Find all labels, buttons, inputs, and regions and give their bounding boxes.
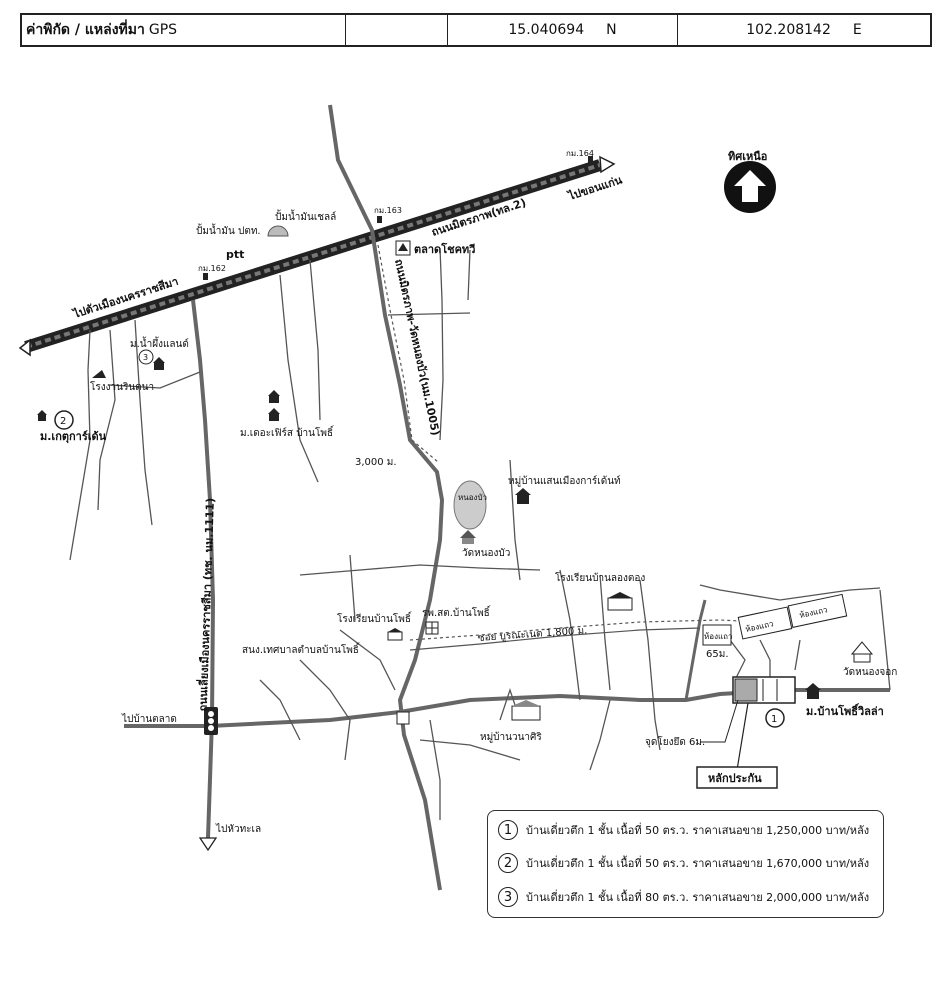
km164-label: กม.164 (566, 149, 594, 158)
townhouse-box (737, 606, 793, 640)
road-east-connector (684, 599, 707, 701)
nong-bua-label: หนองบัว (458, 493, 487, 502)
start-point-label: จุดโยงยึด 6ม. (645, 735, 705, 748)
house-icon (268, 390, 280, 403)
collateral-parcel (732, 676, 796, 771)
temple-icon (460, 530, 476, 544)
market-icon (395, 240, 411, 256)
collateral-label: หลักประกัน (708, 772, 762, 785)
start-point-leader (700, 699, 739, 743)
legend-text: บ้านเดี่ยวตึก 1 ชั้น เนื้อที่ 80 ตร.ว. ร… (526, 891, 870, 904)
arrow-to-korat-icon (18, 338, 31, 357)
highway-2 (24, 159, 602, 353)
temple-icon (850, 641, 874, 663)
school-icon (387, 628, 403, 641)
marker-2-number: 2 (60, 416, 66, 427)
legend-box: 1 บ้านเดี่ยวตึก 1 ชั้น เนื้อที่ 50 ตร.ว.… (487, 810, 884, 918)
distance-path-3000m (377, 244, 439, 463)
km-post-icon (377, 216, 382, 223)
saen-mueang-label: หมู่บ้านแสนเมืองการ์เด้นท์ (508, 475, 621, 487)
arrow-to-hua-talae-icon (198, 837, 218, 852)
legend-item: 2 บ้านเดี่ยวตึก 1 ชั้น เนื้อที่ 50 ตร.ว.… (498, 853, 869, 873)
km-post-icon (203, 273, 208, 280)
gps-longitude-cell: 102.208142 E (678, 15, 930, 45)
distance-3000-label: 3,000 ม. (355, 457, 397, 468)
townhouse-box (702, 624, 732, 646)
hospital-icon (425, 621, 439, 635)
village-icon (511, 700, 541, 721)
pho-villa-label: ม.บ้านโพธิ์วิลล่า (806, 703, 884, 718)
soi-burana-label: ซอย บูรณะเนต 1,800 ม. (477, 625, 587, 644)
longitude-direction: E (852, 22, 862, 38)
ptt-station-label: ปั้มน้ำมัน ปตท. (196, 223, 261, 237)
legend-text: บ้านเดี่ยวตึก 1 ชั้น เนื้อที่ 50 ตร.ว. ร… (526, 824, 870, 837)
na-siri-label: หมู่บ้านวนาศิริ (480, 731, 542, 743)
marker-1-number: 1 (771, 714, 777, 725)
house-icon (268, 408, 280, 421)
marker-3-circle (138, 349, 154, 365)
townhouse-label: ห้องแถว (704, 632, 732, 641)
latitude-value: 15.040694 (508, 22, 585, 38)
school-ban-pho-label: โรงเรียนบ้านโพธิ์ (337, 611, 413, 625)
collateral-label-box: หลักประกัน (696, 766, 778, 789)
latitude-direction: N (606, 22, 617, 38)
gps-source: GPS (148, 22, 178, 38)
arrow-to-khonkaen-icon (599, 155, 616, 174)
to-hua-talae-label: ไปหัวทะเล (215, 823, 261, 835)
factory-label: โรงงานรินตนา (90, 380, 154, 393)
school-icon (607, 592, 633, 611)
namphueng-label: ม.น้ำผึ้งแลนด์ (130, 336, 189, 350)
legend-item: 1 บ้านเดี่ยวตึก 1 ชั้น เนื้อที่ 50 ตร.ว.… (498, 820, 869, 840)
shell-station-label: ปั้มน้ำมันเชลล์ (275, 209, 336, 223)
traffic-light-icon (204, 707, 218, 735)
wat-nong-chok-label: วัดหนองจอก (843, 667, 897, 678)
shell-logo-icon (267, 225, 289, 237)
gps-empty-cell (346, 15, 448, 45)
legend-item: 3 บ้านเดี่ยวตึก 1 ชั้น เนื้อที่ 80 ตร.ว.… (498, 887, 869, 907)
road-1005-label: ถนนมิตรภาพ-วัดหนองบัว(นม.1005) (392, 258, 442, 437)
wat-nong-bua-label: วัดหนองบัว (462, 548, 510, 559)
gps-label: ค่าพิกัด / แหล่งที่มา (26, 22, 145, 38)
north-arrow-icon (724, 161, 776, 213)
legend-number: 1 (498, 820, 518, 840)
gps-latitude-cell: 15.040694 N (448, 15, 678, 45)
legend-number: 2 (498, 853, 518, 873)
municipal-label: สนง.เทศบาลตำบลบ้านโพธิ์ (242, 642, 360, 656)
hospital-label: รพ.สต.บ้านโพธิ์ (422, 605, 491, 619)
house-icon (37, 410, 47, 421)
ptt-logo: ptt (226, 248, 244, 261)
marker-2-circle (54, 410, 74, 430)
the-first-label: ม.เดอะเฟิร์ส บ้านโพธิ์ (240, 425, 335, 439)
km163-label: กม.163 (374, 206, 402, 215)
ket-garden-label: ม.เกตุการ์เด้น (40, 430, 107, 444)
townhouse-box (787, 593, 848, 628)
legend-text: บ้านเดี่ยวตึก 1 ชั้น เนื้อที่ 50 ตร.ว. ร… (526, 857, 870, 870)
market-label: ตลาดโชคทวี (414, 242, 475, 256)
soi-burana-road (409, 627, 701, 651)
gps-label-cell: ค่าพิกัด / แหล่งที่มา GPS (22, 15, 346, 45)
km162-label: กม.162 (198, 264, 226, 273)
marker-1-circle (765, 708, 785, 728)
km-post-icon (588, 156, 593, 163)
longitude-value: 102.208142 (746, 22, 831, 38)
north-label: ทิศเหนือ (728, 150, 767, 163)
to-ban-talad-label: ไปบ้านตลาด (121, 713, 177, 725)
gps-table: ค่าพิกัด / แหล่งที่มา GPS 15.040694 N 10… (20, 13, 932, 47)
house-icon (153, 357, 165, 370)
house-icon (805, 683, 821, 699)
house-icon (515, 488, 531, 504)
factory-icon (92, 370, 106, 378)
legend-number: 3 (498, 887, 518, 907)
convenience-store-icon (396, 711, 410, 725)
school-long-kong-label: โรงเรียนบ้านลองตอง (555, 571, 645, 584)
distance-65-label: 65ม. (706, 649, 729, 660)
nong-bua-pond (453, 480, 487, 530)
marker-3-number: 3 (143, 353, 148, 362)
